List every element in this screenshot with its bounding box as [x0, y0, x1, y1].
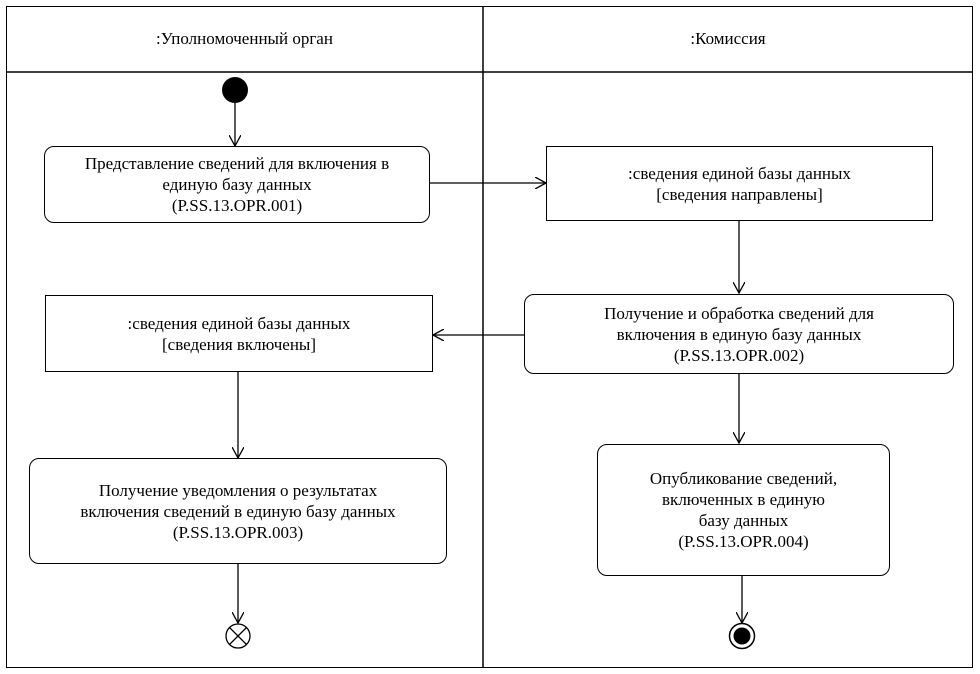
object-node-data-included: :сведения единой базы данных [сведения в…: [45, 295, 433, 372]
action-p-ss-13-opr-002: Получение и обработка сведений для включ…: [524, 294, 954, 374]
node-text-line: (P.SS.13.OPR.002): [673, 345, 805, 365]
node-text-line: (P.SS.13.OPR.001): [171, 196, 303, 215]
node-text-line: [сведения направлены]: [656, 184, 823, 204]
flow-final-node: [225, 623, 251, 649]
action-p-ss-13-opr-001: Представление сведений для включения в е…: [44, 146, 430, 223]
initial-node: [222, 77, 248, 103]
node-text-line: включения сведений в единую базу данных: [80, 501, 396, 521]
node-text-line: включенных в единую: [662, 490, 825, 509]
lane-title-authorized-body: :Уполномоченный орган: [156, 29, 333, 48]
node-text-line: включения в единую базу данных: [616, 324, 862, 344]
node-text-line: Опубликование сведений,: [649, 469, 838, 488]
node-text-line: :сведения единой базы данных: [127, 313, 351, 333]
node-text-line: единую базу данных: [162, 175, 312, 194]
action-p-ss-13-opr-004: Опубликование сведений, включенных в еди…: [597, 444, 890, 576]
lane-title-commission: :Комиссия: [690, 29, 766, 48]
node-text-line: Получение и обработка сведений для: [604, 303, 874, 323]
node-text-line: Получение уведомления о результатах: [98, 480, 378, 500]
action-p-ss-13-opr-003: Получение уведомления о результатах вклю…: [29, 458, 447, 564]
node-text-line: :сведения единой базы данных: [628, 163, 851, 183]
node-text-line: (P.SS.13.OPR.004): [678, 532, 809, 551]
diagram-frame: [6, 6, 973, 668]
object-node-data-sent: :сведения единой базы данных [сведения н…: [546, 146, 933, 221]
node-text-line: базу данных: [698, 511, 789, 530]
node-text-line: [сведения включены]: [161, 334, 316, 354]
activity-final-node: [728, 622, 756, 650]
node-text-line: Представление сведений для включения в: [84, 154, 390, 173]
node-text-line: (P.SS.13.OPR.003): [172, 522, 304, 542]
